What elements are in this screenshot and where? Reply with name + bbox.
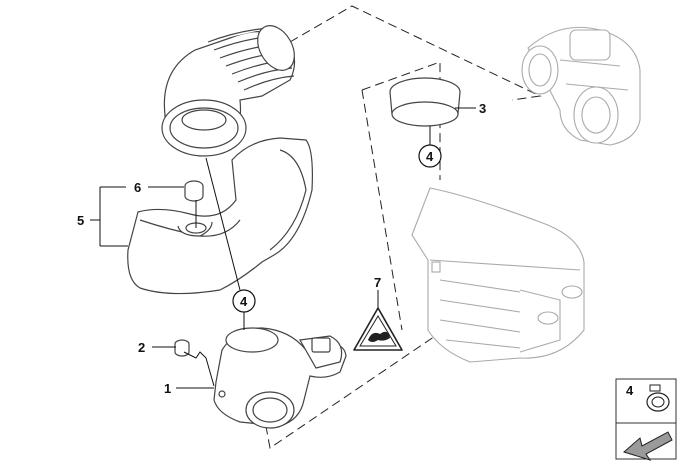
leader-lines — [90, 107, 476, 389]
callout-3: 3 — [479, 101, 486, 116]
callout-6: 6 — [134, 180, 141, 195]
air-filter-housing-part — [411, 187, 585, 363]
intake-duct-part — [127, 137, 313, 295]
legend-box: 4 — [615, 378, 677, 461]
callout-5: 5 — [77, 213, 84, 228]
callout-4-top-circle — [418, 144, 442, 168]
warning-label-part — [353, 307, 403, 351]
sealing-ring-part — [389, 77, 461, 127]
legend-4-label: 4 — [626, 383, 634, 398]
callout-7: 7 — [374, 275, 381, 290]
callout-4-top: 4 — [426, 149, 434, 164]
callout-1: 1 — [164, 381, 171, 396]
callout-labels: 1 2 3 5 6 7 4 4 — [77, 101, 486, 396]
cap-part — [184, 180, 204, 202]
callout-2: 2 — [138, 340, 145, 355]
hose-clamp-icon — [646, 384, 670, 412]
throttle-body-part — [521, 26, 641, 146]
callout-4-mid-circle — [232, 289, 256, 313]
arrow-symbol-icon — [622, 431, 673, 461]
callout-4-mid: 4 — [240, 294, 248, 309]
air-mass-meter-part — [213, 327, 347, 429]
intake-boot-part — [161, 25, 296, 157]
